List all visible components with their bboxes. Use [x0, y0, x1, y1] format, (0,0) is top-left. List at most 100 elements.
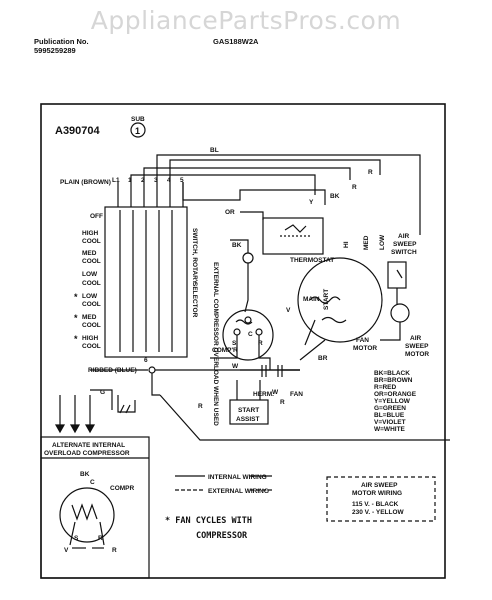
- diagram-label: V: [286, 307, 291, 314]
- diagram-label: LOW: [82, 271, 98, 278]
- diagram-label: R=RED: [374, 384, 397, 391]
- diagram-label: START: [238, 407, 259, 414]
- diagram-label: BK=BLACK: [374, 370, 410, 377]
- thermostat-label: THERMOSTAT: [290, 257, 334, 264]
- air-sweep-motor: [390, 303, 410, 323]
- diagram-label: OVERLOAD COMPRESSOR: [44, 450, 130, 457]
- diagram-label: AIR: [410, 335, 422, 342]
- diagram-label: EXTERNAL WIRING: [208, 488, 269, 495]
- diagram-label: MED: [363, 235, 370, 250]
- diagram-label: R: [98, 535, 103, 542]
- diagram-border: [40, 103, 446, 579]
- diagram-label: MOTOR WIRING: [352, 490, 402, 497]
- diagram-label: W: [272, 389, 279, 396]
- diagram-label: *: [74, 292, 78, 302]
- diagram-label: G=GREEN: [374, 405, 406, 412]
- diagram-label: HIGH: [82, 230, 99, 237]
- diagram-label: W=WHITE: [374, 426, 406, 433]
- diagram-label: LOW: [82, 293, 98, 300]
- diagram-label: MED: [82, 314, 97, 321]
- diagram-label: OFF: [90, 213, 103, 220]
- diagram-label: AIR SWEEP: [361, 482, 398, 489]
- diagram-label: COMPR: [110, 485, 135, 492]
- terminal-2: 2: [141, 177, 145, 184]
- diagram-label: ALTERNATE INTERNAL: [52, 442, 125, 449]
- diagram-label: MED: [82, 250, 97, 257]
- diagram-label: * FAN CYCLES WITH: [165, 516, 252, 526]
- compressor: [222, 309, 274, 361]
- diagram-label: EXTERNAL COMPRESSOR OVERLOAD WHEN USED: [212, 262, 219, 426]
- sub-value: 1: [135, 126, 140, 136]
- diagram-label: BK: [232, 242, 242, 249]
- diagram-label: 230 V. - YELLOW: [352, 509, 405, 516]
- publication-number: 5995259289: [34, 46, 76, 55]
- diagram-label: OR: [225, 209, 235, 216]
- diagram-label: Y=YELLOW: [374, 398, 411, 405]
- air-sweep-motor-wiring-box: [326, 476, 436, 522]
- diagram-label: *: [74, 313, 78, 323]
- diagram-label: S: [232, 340, 237, 347]
- terminal-5: 5: [180, 177, 184, 184]
- diagram-label: COOL: [82, 280, 101, 287]
- diagram-label: ASSIST: [236, 416, 260, 423]
- diagram-label: COMPRESSOR: [196, 531, 248, 541]
- diagram-label: R: [198, 403, 203, 410]
- diagram-label: BR: [318, 355, 328, 362]
- diagram-label: HERM.: [253, 391, 274, 398]
- diagram-label: FAN: [356, 337, 369, 344]
- diagram-label: FAN: [290, 391, 303, 398]
- terminal-3: 3: [154, 177, 158, 184]
- diagram-label: BR=BROWN: [374, 377, 413, 384]
- diagram-label: OR=ORANGE: [374, 391, 417, 398]
- diagram-label: 115 V. - BLACK: [352, 501, 399, 508]
- publication-label: Publication No.: [34, 37, 89, 46]
- terminal-1: 1: [128, 177, 132, 184]
- diagram-label: HIGH: [82, 335, 99, 342]
- diagram-label: BK: [80, 471, 90, 478]
- diagram-label: SWEEP: [393, 241, 417, 248]
- diagram-label: *: [74, 334, 78, 344]
- diagram-label: R: [112, 547, 117, 554]
- diagram-label: COOL: [82, 322, 101, 329]
- watermark: AppliancePartsPros.com: [90, 6, 402, 35]
- diagram-label: BK: [330, 193, 340, 200]
- diagram-label: BL=BLUE: [374, 412, 405, 419]
- diagram-label: R: [258, 340, 263, 347]
- diagram-label: COOL: [82, 343, 101, 350]
- diagram-code: A390704: [55, 125, 101, 137]
- plain-brown-label: PLAIN (BROWN): [60, 179, 111, 186]
- diagram-label: W: [232, 363, 239, 370]
- diagram-label: C: [248, 331, 253, 338]
- ribbed-blue-label: RIBBED (BLUE): [88, 367, 137, 374]
- diagram-label: R: [368, 169, 373, 176]
- thermostat-box: [262, 217, 324, 255]
- terminal-4: 4: [167, 177, 171, 184]
- diagram-label: START: [323, 289, 330, 310]
- diagram-label: R: [280, 399, 285, 406]
- diagram-label: MAIN: [303, 296, 320, 303]
- diagram-label: C: [90, 479, 95, 486]
- diagram-label: LOW: [379, 234, 386, 250]
- fan-motor: [297, 257, 383, 343]
- terminal-l1: L1: [112, 177, 120, 184]
- ground-label: G: [100, 389, 105, 396]
- diagram-label: SELECTOR: [191, 282, 198, 318]
- switch-label: SWITCH, ROTARY: [191, 228, 198, 285]
- diagram-label: BL: [210, 147, 219, 154]
- diagram-label: V=VIOLET: [374, 419, 406, 426]
- diagram-label: COMP'R: [212, 347, 238, 354]
- diagram-label: MOTOR: [405, 351, 429, 358]
- sub-label: SUB: [131, 116, 145, 123]
- diagram-label: HI: [343, 241, 350, 248]
- diagram-label: 6: [144, 357, 148, 364]
- diagram-label: V: [64, 547, 69, 554]
- diagram-label: SWEEP: [405, 343, 429, 350]
- diagram-label: AIR: [398, 233, 410, 240]
- diagram-label: COOL: [82, 258, 101, 265]
- diagram-label: SWITCH: [391, 249, 417, 256]
- diagram-label: COOL: [82, 238, 101, 245]
- start-assist-box: [229, 399, 269, 425]
- diagram-label: S: [74, 535, 79, 542]
- diagram-label: MOTOR: [353, 345, 377, 352]
- diagram-label: Y: [309, 199, 314, 206]
